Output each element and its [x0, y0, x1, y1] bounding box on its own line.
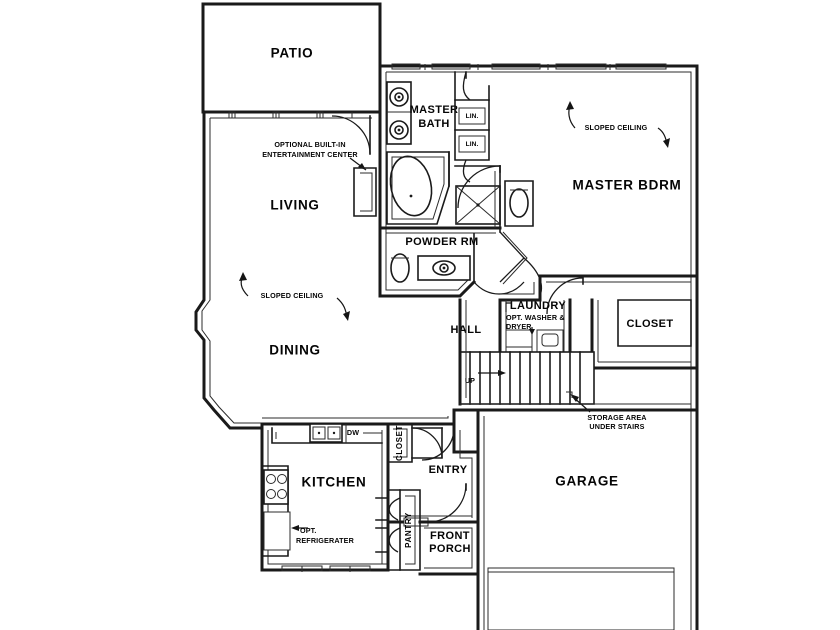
laundry-label: LAUNDRY — [510, 300, 566, 312]
kitchen-upper-counter: DW — [271, 423, 383, 444]
powder-room-label: POWDER RM — [405, 236, 478, 248]
living-dining-shell: LIVING DINING — [194, 110, 382, 430]
living-label: LIVING — [270, 198, 319, 213]
main-house-outline — [378, 64, 699, 630]
opt-washer-dryer-line2: DRYER — [506, 322, 532, 331]
front-porch: FRONT PORCH — [418, 520, 480, 576]
opt-refrigerator-line1: OPT. — [300, 526, 317, 535]
front-porch-line2: PORCH — [429, 543, 471, 555]
master-closet-label: CLOSET — [626, 318, 673, 330]
kitchen-closet: CLOSET — [387, 423, 443, 463]
master-bath-vestibule-doors — [473, 231, 543, 299]
master-bath-label-line1: MASTER — [410, 104, 459, 116]
linen-closets: LIN. LIN. — [454, 71, 490, 183]
stair-up-label: UP — [465, 376, 475, 385]
storage-area-line1: STORAGE AREA — [587, 413, 646, 422]
opt-washer-dryer-line1: OPT. WASHER & — [506, 313, 565, 322]
master-bath-entry-door — [457, 165, 501, 209]
master-closet: CLOSET — [590, 298, 699, 370]
dining-label: DINING — [269, 343, 320, 358]
kitchen-label: KITCHEN — [302, 475, 367, 490]
patio-slider-mullions — [228, 111, 353, 119]
master-bedroom-label: MASTER BDRM — [573, 178, 682, 193]
master-bedroom-windows — [391, 63, 667, 70]
entry-label: ENTRY — [429, 464, 468, 476]
dryer-appliance — [536, 329, 564, 353]
master-bath-shower — [455, 185, 501, 225]
entertainment-center-line2: ENTERTAINMENT CENTER — [262, 150, 358, 159]
dishwasher-label: DW — [347, 428, 359, 437]
entertainment-center-line1: OPTIONAL BUILT-IN — [274, 140, 345, 149]
kitchen: KITCHEN DW — [260, 422, 390, 572]
master-bedroom: MASTER BDRM — [498, 178, 699, 315]
entertainment-center-niche — [353, 167, 377, 217]
entertainment-center-annotation: OPTIONAL BUILT-IN ENTERTAINMENT CENTER — [262, 140, 367, 171]
linen-closet-1-label: LIN. — [466, 113, 479, 120]
kitchen-windows — [281, 565, 371, 572]
kitchen-left-counter: OPT. REFRIGERATER — [261, 465, 355, 557]
kitchen-closet-label: CLOSET — [395, 425, 404, 461]
master-bath-vanity — [386, 81, 412, 145]
powder-room-toilet — [390, 253, 410, 283]
master-bath-tub — [386, 151, 450, 225]
storage-area-line2: UNDER STAIRS — [589, 422, 644, 431]
laundry-room: LAUNDRY OPT. WASHER & DRYER — [498, 298, 572, 354]
front-porch-line1: FRONT — [430, 530, 470, 542]
patio-area: PATIO — [201, 2, 382, 114]
opt-refrigerator-line2: REFRIGERATER — [296, 536, 355, 545]
garage-label: GARAGE — [555, 474, 618, 489]
linen-closet-2-label: LIN. — [466, 141, 479, 148]
sloped-ceiling-living-label: SLOPED CEILING — [261, 291, 324, 300]
master-bath-toilet — [504, 180, 534, 227]
powder-room-vanity — [417, 255, 471, 281]
master-bath-label-line2: BATH — [418, 118, 449, 130]
sloped-ceiling-annotation-living: SLOPED CEILING — [239, 272, 350, 321]
sloped-ceiling-master-label: SLOPED CEILING — [585, 123, 648, 132]
pantry: PANTRY — [375, 489, 421, 571]
patio-label: PATIO — [271, 46, 314, 61]
sloped-ceiling-annotation-master: SLOPED CEILING — [566, 101, 670, 148]
garage: GARAGE — [476, 408, 675, 630]
pantry-label: PANTRY — [404, 512, 413, 548]
powder-room: POWDER RM — [378, 226, 478, 298]
washer-appliance — [505, 329, 533, 353]
